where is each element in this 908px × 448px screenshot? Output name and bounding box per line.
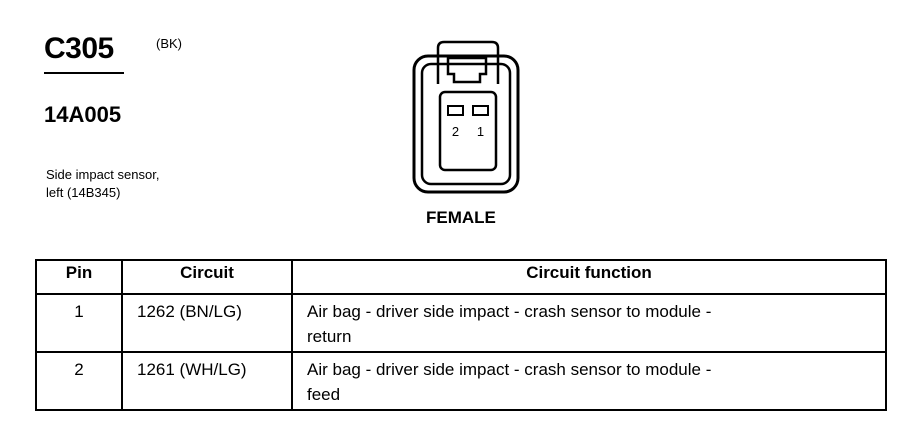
pin-cell: 2 xyxy=(35,351,123,411)
connector-face-diagram: 2 1 xyxy=(412,40,520,194)
connector-outer-shell xyxy=(412,54,520,194)
pin-label-1: 1 xyxy=(477,124,484,139)
part-number: 14A005 xyxy=(44,102,122,127)
function-cell: Air bag - driver side impact - crash sen… xyxy=(291,293,887,353)
connector-inner-shell xyxy=(420,62,512,186)
table-row: 1 1262 (BN/LG) Air bag - driver side imp… xyxy=(35,293,887,353)
circuit-cell: 1261 (WH/LG) xyxy=(121,351,293,411)
pin-table: Pin Circuit Circuit function 1 1262 (BN/… xyxy=(35,259,887,411)
pin-cavity-2 xyxy=(447,105,464,116)
connector-description: Side impact sensor, left (14B345) xyxy=(46,166,246,202)
connector-id-underline xyxy=(44,72,124,74)
function-line-1: Air bag - driver side impact - crash sen… xyxy=(307,360,712,379)
connector-latch-tab xyxy=(446,56,488,84)
circuit-cell: 1262 (BN/LG) xyxy=(121,293,293,353)
connector-terminal-body xyxy=(438,90,498,172)
table-header-row: Pin Circuit Circuit function xyxy=(35,259,887,295)
connector-id: C305 xyxy=(44,32,114,65)
function-line-2: return xyxy=(307,327,352,346)
function-line-2: feed xyxy=(307,385,341,404)
header-pin: Pin xyxy=(35,259,123,295)
function-cell: Air bag - driver side impact - crash sen… xyxy=(291,351,887,411)
connector-gender: FEMALE xyxy=(426,208,496,227)
pin-cavity-1 xyxy=(472,105,489,116)
header-circuit: Circuit xyxy=(121,259,293,295)
table-row: 2 1261 (WH/LG) Air bag - driver side imp… xyxy=(35,351,887,411)
header-circuit-function: Circuit function xyxy=(291,259,887,295)
color-code: (BK) xyxy=(156,36,182,51)
pin-label-2: 2 xyxy=(452,124,459,139)
function-line-1: Air bag - driver side impact - crash sen… xyxy=(307,302,712,321)
description-line-2: left (14B345) xyxy=(46,185,121,200)
connector-latch-outline xyxy=(436,40,500,84)
description-line-1: Side impact sensor, xyxy=(46,167,160,182)
pin-cell: 1 xyxy=(35,293,123,353)
